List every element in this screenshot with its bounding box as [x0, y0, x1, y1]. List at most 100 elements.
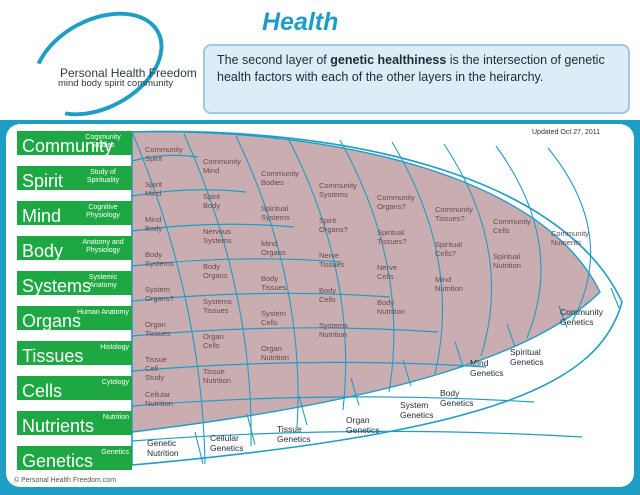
- genetics-separator: [454, 341, 464, 367]
- layer-detail: Study of Spirituality: [86, 169, 120, 184]
- genetics-separator: [402, 359, 412, 387]
- diagonal-line: [495, 145, 542, 339]
- layer-name: Spirit: [22, 171, 64, 191]
- diagonal-line: [547, 147, 592, 321]
- layer-name: Genetics: [22, 451, 94, 471]
- layer-label-mind: Mind Cognitive Physiology: [17, 201, 132, 226]
- diagonal-line: [443, 143, 493, 357]
- diagonal-line: [391, 141, 443, 375]
- diagonal-line: [183, 133, 252, 447]
- logo-subtitle: mind body spirit community: [58, 78, 174, 89]
- layer-label-cells: Cells Cytology: [17, 376, 132, 401]
- genetics-separator: [350, 377, 360, 406]
- layer-label-genetics: Genetics Genetics: [17, 446, 132, 471]
- layer-name: Cells: [22, 381, 63, 401]
- page-title: Health: [262, 8, 339, 36]
- layer-name: Mind: [22, 206, 62, 226]
- layer-detail: Cytology: [101, 379, 129, 386]
- layer-line: [131, 223, 295, 232]
- genetics-separator: [558, 305, 568, 328]
- callout-text-end: is the intersection of genetic health fa…: [217, 53, 605, 84]
- callout-text-start: The second layer of: [217, 53, 331, 67]
- layer-detail: Genetics: [101, 449, 129, 456]
- layer-detail: Anatomy and Physiology: [82, 239, 124, 254]
- layer-label-spirit: Spirit Study of Spirituality: [17, 166, 132, 191]
- layer-name: Organs: [22, 311, 82, 331]
- callout-text-bold: genetic healthiness: [330, 53, 447, 67]
- copyright-note: © Personal Health Freedom.com: [14, 477, 117, 484]
- layer-label-nutrients: Nutrients Nutrition: [17, 411, 132, 436]
- genetics-separator: [246, 413, 256, 445]
- diagonal-line: [235, 135, 299, 429]
- layer-name: Tissues: [22, 346, 84, 366]
- updated-date: Updated Oct 27, 2011: [532, 129, 600, 136]
- layer-detail: Human Anatomy: [77, 309, 129, 316]
- layer-name: Community: [22, 136, 114, 156]
- diagonal-line: [131, 131, 206, 465]
- genetics-separator: [610, 287, 620, 309]
- genetics-separator: [194, 431, 204, 465]
- layer-line: [131, 292, 391, 302]
- layer-line: [131, 154, 199, 162]
- description-callout: The second layer of genetic healthiness …: [203, 44, 630, 114]
- layer-line: [131, 327, 439, 337]
- genetics-separator: [506, 323, 516, 348]
- layer-line: [131, 396, 535, 407]
- layer-line: [131, 258, 343, 267]
- layer-name: Nutrients: [22, 416, 95, 436]
- layer-detail: Systemic Anatomy: [88, 274, 118, 289]
- layer-detail: Nutrition: [102, 414, 129, 421]
- genetics-separator: [298, 395, 308, 426]
- intersection-region: [131, 131, 601, 433]
- diagonal-line: [339, 139, 395, 393]
- layer-line: [131, 430, 583, 442]
- layer-detail: Community Studies: [85, 134, 121, 149]
- layer-line: [131, 361, 487, 372]
- layer-detail: Cognitive Physiology: [86, 204, 120, 219]
- logo-title: Personal Health Freedom: [60, 66, 197, 80]
